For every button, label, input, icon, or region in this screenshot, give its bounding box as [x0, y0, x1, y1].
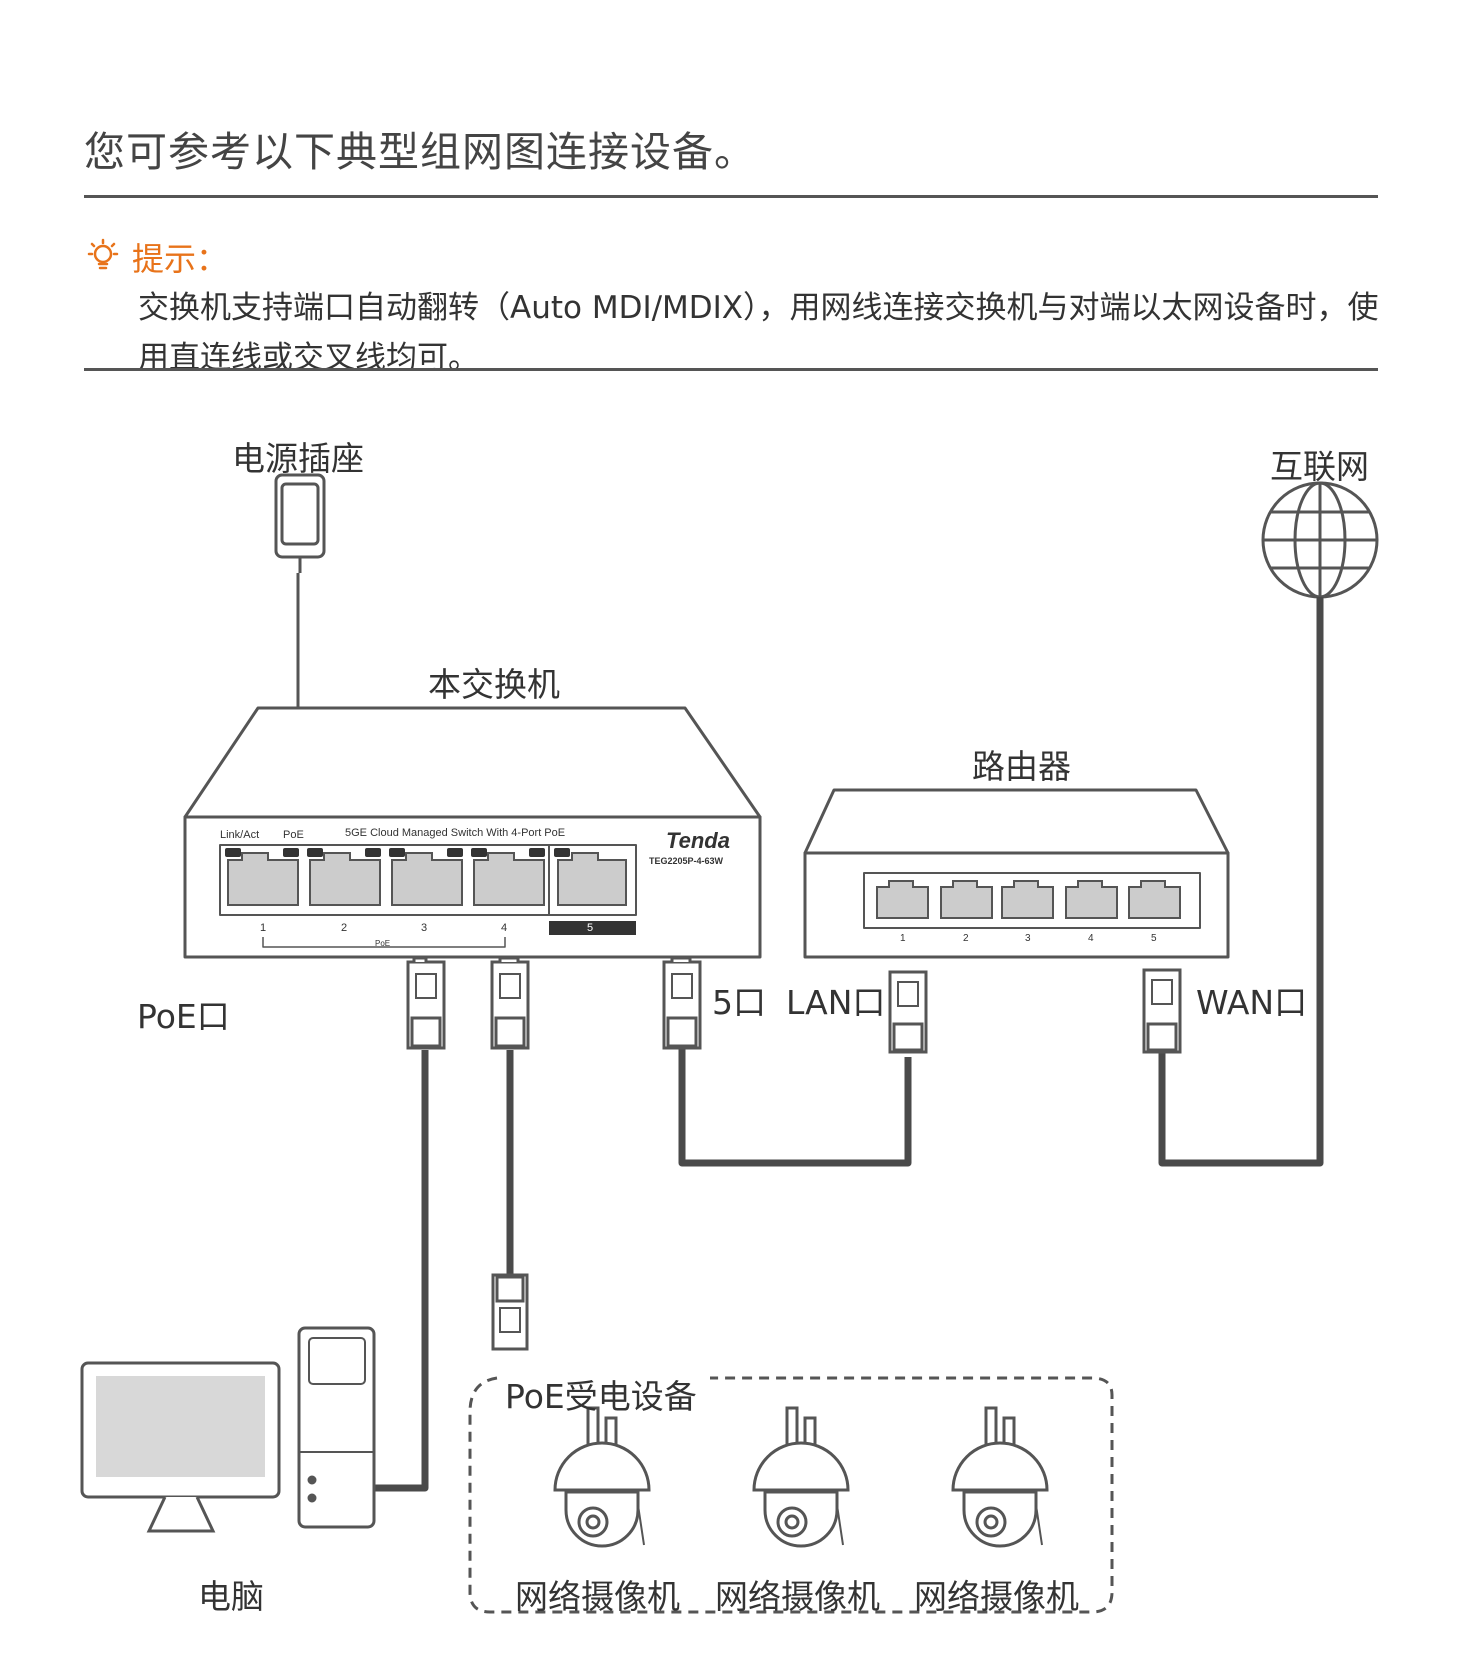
intro-text: 您可参考以下典型组网图连接设备。	[84, 128, 756, 176]
rj45-connector-icon	[406, 956, 446, 1050]
router-port	[1065, 880, 1118, 919]
switch-port-num: 3	[421, 922, 427, 934]
router-ports	[876, 880, 1181, 919]
computer-icon	[80, 1326, 376, 1533]
tip-text: 交换机支持端口自动翻转（Auto MDI/MDIX），用网线连接交换机与对端以太…	[138, 290, 1379, 376]
cable-router-internet	[1158, 597, 1324, 1167]
lan-port-label: LAN口	[786, 983, 886, 1022]
router-port-num: 2	[963, 933, 969, 944]
computer-label: 电脑	[198, 1577, 264, 1616]
cable-switch-router	[678, 1048, 912, 1167]
router-label: 路由器	[972, 747, 1071, 786]
rj45-connector-icon	[662, 956, 702, 1050]
wan-port-label: WAN口	[1196, 983, 1308, 1022]
bottom-divider	[84, 368, 1378, 371]
switch-port-3	[391, 852, 463, 906]
router-port	[1128, 880, 1181, 919]
switch-device	[183, 706, 762, 959]
rj45-connector-icon	[491, 1273, 529, 1351]
switch-port-2	[309, 852, 381, 906]
tenda-logo: Tenda	[666, 828, 730, 853]
camera-icon	[951, 1406, 1049, 1548]
router-port	[940, 880, 993, 919]
poe-port-label: PoE口	[137, 997, 230, 1036]
router-port	[1001, 880, 1054, 919]
tip-label: 提示：	[132, 240, 229, 278]
switch-port-5	[557, 852, 627, 906]
camera-label: 网络摄像机	[914, 1577, 1079, 1616]
globe-icon	[1261, 481, 1379, 599]
rj45-connector-icon	[1142, 968, 1182, 1054]
power-adapter-icon	[274, 473, 326, 710]
poe-devices-label: PoE受电设备	[505, 1377, 697, 1416]
switch-port-num: 4	[501, 922, 507, 934]
camera-label: 网络摄像机	[715, 1577, 880, 1616]
router-port-num: 4	[1088, 933, 1094, 944]
router-port-num: 1	[900, 933, 906, 944]
switch-poe-label: PoE	[283, 829, 304, 841]
camera-icon	[553, 1406, 651, 1548]
rj45-connector-icon	[490, 956, 530, 1050]
router-device	[803, 788, 1230, 959]
camera-label: 网络摄像机	[515, 1577, 680, 1616]
switch-port-num: 1	[260, 922, 266, 934]
router-port-num: 3	[1025, 933, 1031, 944]
switch-port-4	[473, 852, 545, 906]
lightbulb-icon	[87, 238, 119, 270]
rj45-connector-icon	[888, 970, 928, 1054]
internet-label: 互联网	[1270, 447, 1369, 486]
router-port-num: 5	[1151, 933, 1157, 944]
switch-port-1	[227, 852, 299, 906]
switch-model-desc: 5GE Cloud Managed Switch With 4-Port PoE	[345, 827, 565, 839]
power-socket-label: 电源插座	[232, 439, 364, 478]
switch-leds	[225, 848, 570, 857]
switch-port-num: 5	[587, 922, 593, 934]
switch-ports	[227, 852, 627, 906]
top-divider	[84, 195, 1378, 198]
cable-to-computer	[373, 1050, 429, 1492]
poe-devices-box	[468, 1376, 1114, 1614]
switch-link-act-label: Link/Act	[220, 829, 259, 841]
switch-label: 本交换机	[428, 665, 560, 704]
router-port	[876, 880, 929, 919]
switch-port-num: 2	[341, 922, 347, 934]
poe-bracket-label: PoE	[375, 939, 390, 948]
switch-model: TEG2205P-4-63W	[649, 856, 724, 866]
tip-header: 提示：	[84, 234, 228, 280]
port5-label: 5口	[712, 983, 766, 1022]
camera-icon	[752, 1406, 850, 1548]
